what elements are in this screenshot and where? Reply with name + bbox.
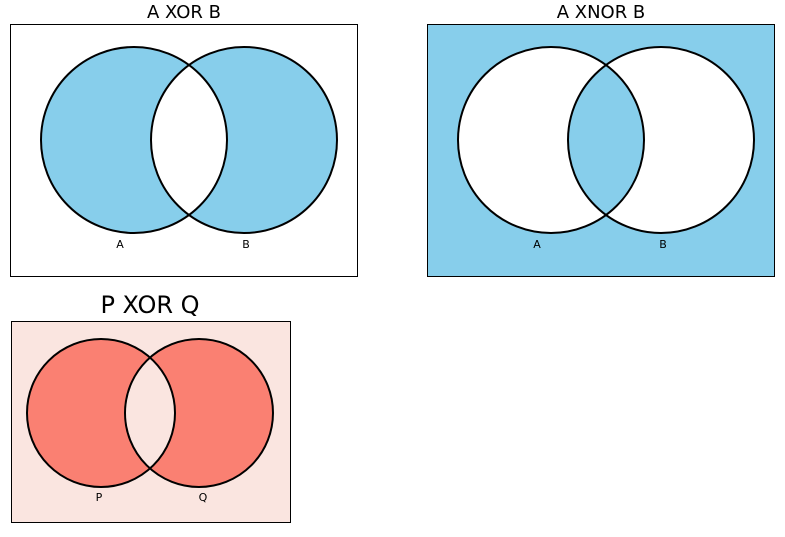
diagram-title-xor-ab: A XOR B (147, 2, 221, 23)
circle-label-q: Q (199, 491, 208, 504)
circle-label-b: B (242, 238, 250, 251)
circle-label-p: P (96, 491, 103, 504)
circle-a-outline (457, 46, 645, 234)
intersection-region (124, 357, 176, 469)
diagram-title-xnor-ab: A XNOR B (556, 2, 646, 23)
circle-b-outline (567, 46, 755, 234)
circle-a-outline (40, 46, 228, 234)
diagram-title-xor-pq: P XOR Q (100, 291, 200, 319)
circle-label-a: A (116, 238, 124, 251)
circle-p-outline (26, 338, 176, 488)
intersection-region (568, 65, 644, 215)
intersection-region (150, 65, 227, 215)
circle-q-outline (124, 338, 274, 488)
circle-label-b: B (659, 238, 667, 251)
circle-label-a: A (533, 238, 541, 251)
circle-b-outline (150, 46, 338, 234)
